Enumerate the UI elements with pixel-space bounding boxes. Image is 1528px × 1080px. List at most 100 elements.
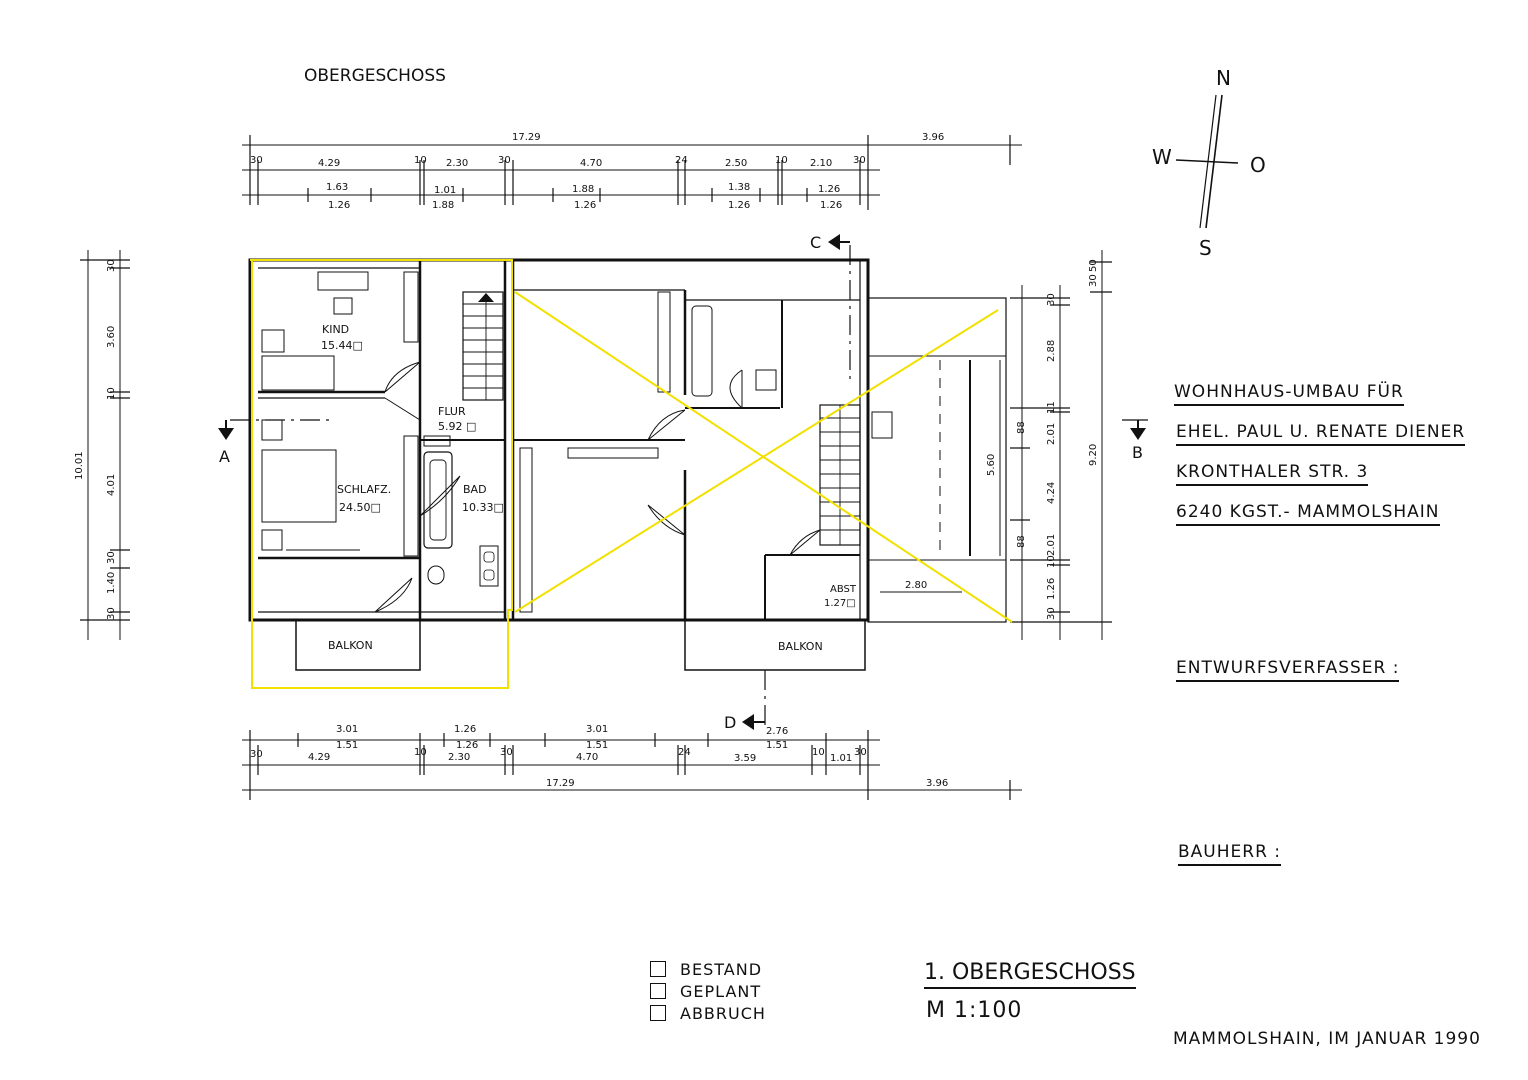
svg-text:2.01: 2.01 (1046, 423, 1057, 445)
svg-text:1.88: 1.88 (432, 200, 454, 211)
svg-text:1.40: 1.40 (106, 572, 117, 594)
svg-text:10: 10 (775, 155, 788, 166)
section-a-label: A (219, 447, 230, 466)
svg-text:3.01: 3.01 (336, 724, 358, 735)
checkbox-icon (650, 961, 666, 977)
dimension-text-left: 10.01 30 3.60 10 4.01 30 1.40 30 (74, 259, 117, 620)
balkon-right-label: BALKON (778, 640, 823, 653)
svg-text:2.76: 2.76 (766, 726, 788, 737)
svg-text:1.26: 1.26 (818, 184, 840, 195)
svg-text:4.01: 4.01 (106, 474, 117, 496)
svg-text:9.20: 9.20 (1088, 444, 1099, 466)
svg-text:10: 10 (1046, 555, 1057, 568)
svg-text:2.30: 2.30 (446, 158, 468, 169)
svg-text:4.29: 4.29 (318, 158, 340, 169)
room-labels: KIND 15.44□ FLUR 5.92 □ SCHLAFZ. 24.50□ … (321, 323, 997, 653)
dimension-text-bottom: 3.01 1.26 3.01 2.76 1.51 1.26 1.51 1.51 … (250, 724, 948, 789)
legend-item-abbruch: ABBRUCH (650, 1002, 766, 1024)
drawing-title: 1. OBERGESCHOSS (924, 960, 1136, 989)
checkbox-icon (650, 983, 666, 999)
svg-text:1.01: 1.01 (830, 753, 852, 764)
svg-text:1.63: 1.63 (326, 182, 348, 193)
title-line-3: KRONTHALER STR. 3 (1176, 462, 1369, 486)
room-schlafz-name: SCHLAFZ. (337, 483, 391, 496)
dimension-chain-right (1010, 250, 1112, 640)
terrace-depth: 5.60 (986, 454, 997, 476)
svg-text:1.26: 1.26 (728, 200, 750, 211)
compass-s: S (1199, 236, 1212, 260)
dimension-text-right: 30 50 30 2.88 11 2.01 4.24 2.01 10 1.26 … (1016, 259, 1099, 620)
compass-w: W (1152, 145, 1172, 169)
svg-text:10: 10 (414, 747, 427, 758)
building-walls (230, 245, 1148, 725)
svg-text:1.88: 1.88 (572, 184, 594, 195)
svg-text:1.26: 1.26 (1046, 578, 1057, 600)
title-line-4: 6240 KGST.- MAMMOLSHAIN (1176, 502, 1440, 526)
owner-label: BAUHERR : (1178, 842, 1282, 866)
svg-text:2.10: 2.10 (810, 158, 832, 169)
dimension-text-top: 17.29 3.96 30 4.29 10 2.30 30 4.70 24 2.… (250, 132, 944, 211)
svg-text:1.26: 1.26 (328, 200, 350, 211)
svg-text:17.29: 17.29 (512, 132, 541, 143)
svg-text:30: 30 (498, 155, 511, 166)
svg-text:3.96: 3.96 (922, 132, 944, 143)
section-b-label: B (1132, 443, 1143, 462)
svg-text:1.26: 1.26 (456, 740, 478, 751)
svg-text:30: 30 (106, 551, 117, 564)
dimension-chain-top (242, 135, 1022, 210)
room-kind-area: 15.44□ (321, 339, 363, 352)
room-bad-name: BAD (463, 483, 487, 496)
svg-text:1.26: 1.26 (820, 200, 842, 211)
sheet-heading: OBERGESCHOSS (304, 66, 446, 86)
svg-text:3.01: 3.01 (586, 724, 608, 735)
section-d-label: D (724, 713, 736, 732)
svg-text:24: 24 (678, 747, 691, 758)
title-line-1: WOHNHAUS-UMBAU FÜR (1174, 382, 1404, 406)
svg-text:24: 24 (675, 155, 688, 166)
dimension-chain-bottom (242, 730, 1022, 800)
svg-text:10: 10 (812, 747, 825, 758)
svg-text:17.29: 17.29 (546, 778, 575, 789)
svg-text:4.70: 4.70 (576, 752, 598, 763)
svg-text:4.70: 4.70 (580, 158, 602, 169)
svg-text:1.01: 1.01 (434, 185, 456, 196)
highlight-overlay (250, 259, 1013, 689)
drawing-scale: M 1:100 (926, 998, 1023, 1023)
svg-text:30: 30 (106, 607, 117, 620)
compass-icon: N S W O (1152, 66, 1266, 260)
svg-text:1.26: 1.26 (574, 200, 596, 211)
legend-item-bestand: BESTAND (650, 958, 766, 980)
room-schlafz-area: 24.50□ (339, 501, 381, 514)
room-abst-area: 1.27□ (824, 598, 856, 609)
svg-text:3.60: 3.60 (106, 326, 117, 348)
svg-text:1.51: 1.51 (586, 740, 608, 751)
svg-text:30: 30 (500, 747, 513, 758)
svg-text:88: 88 (1016, 421, 1027, 434)
svg-text:30: 30 (250, 749, 263, 760)
svg-text:30: 30 (106, 259, 117, 272)
place-date: MAMMOLSHAIN, IM JANUAR 1990 (1173, 1029, 1481, 1049)
title-line-2: EHEL. PAUL U. RENATE DIENER (1176, 422, 1466, 446)
room-abst-name: ABST (830, 584, 857, 595)
highlight-left-unit (250, 259, 513, 689)
svg-text:30: 30 (1088, 274, 1099, 287)
terrace-width: 2.80 (905, 580, 927, 591)
svg-text:10: 10 (414, 155, 427, 166)
svg-text:3.96: 3.96 (926, 778, 948, 789)
room-kind-name: KIND (322, 323, 349, 336)
svg-text:88: 88 (1016, 535, 1027, 548)
svg-text:30: 30 (250, 155, 263, 166)
svg-text:10: 10 (106, 387, 117, 400)
svg-text:1.51: 1.51 (766, 740, 788, 751)
svg-text:11: 11 (1046, 401, 1057, 414)
svg-text:50: 50 (1088, 259, 1099, 272)
balkon-left-label: BALKON (328, 639, 373, 652)
room-flur-name: FLUR (438, 405, 466, 418)
svg-text:1.51: 1.51 (336, 740, 358, 751)
svg-text:30: 30 (1046, 607, 1057, 620)
legend-item-geplant: GEPLANT (650, 980, 766, 1002)
svg-text:10.01: 10.01 (74, 451, 85, 480)
svg-text:1.26: 1.26 (454, 724, 476, 735)
room-bad-area: 10.33□ (462, 501, 504, 514)
cross-line-2 (514, 309, 999, 613)
